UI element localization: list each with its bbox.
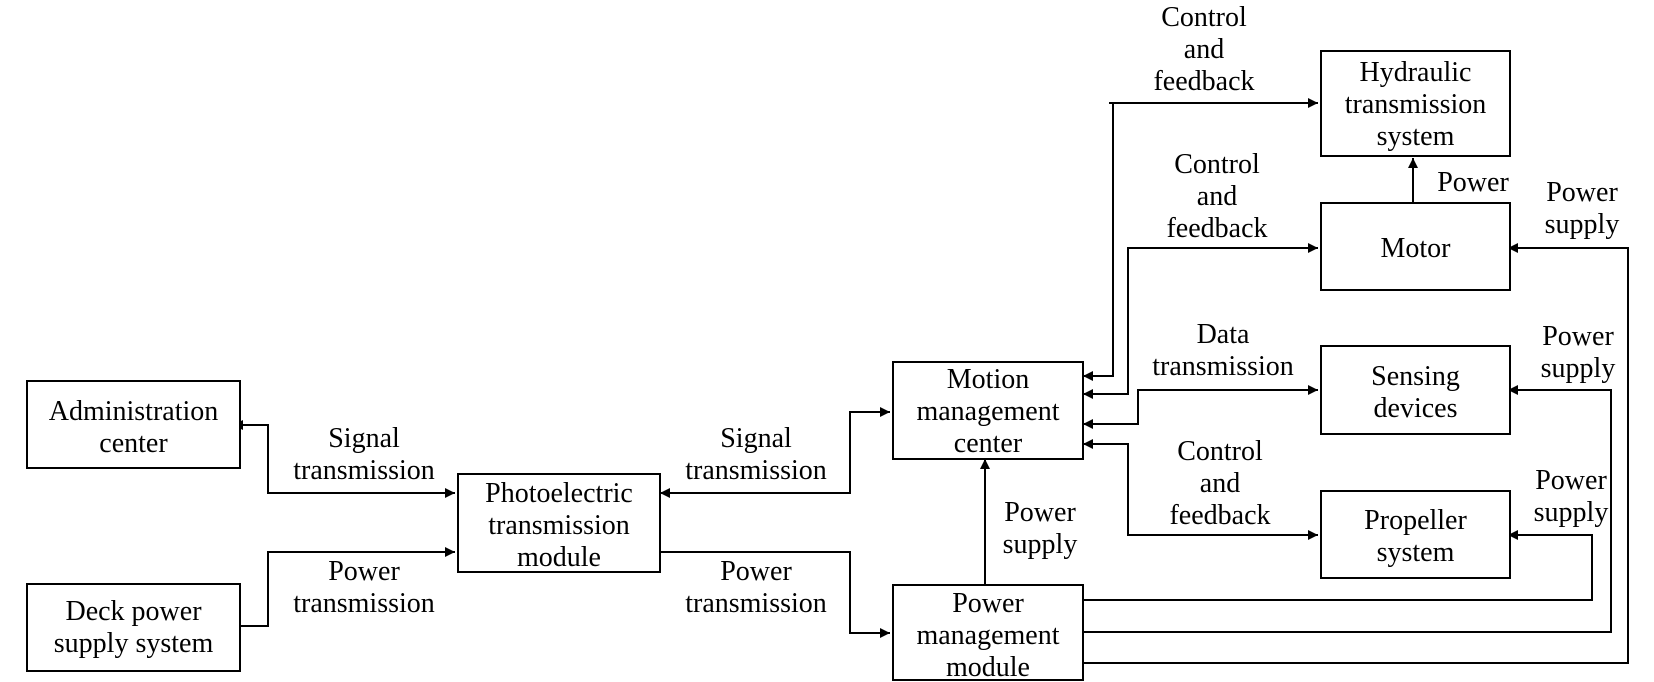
block-label-line: Deck power <box>65 596 202 627</box>
block-label-line: module <box>517 542 601 573</box>
motion-management-center-block: Motion management center <box>892 361 1084 460</box>
block-label-line: Motion <box>947 364 1029 395</box>
label-line: Power <box>1546 177 1618 208</box>
power-transmission-right-label: Power transmission <box>685 556 827 619</box>
power-motor-hydraulic-label: Power <box>1437 167 1509 198</box>
label-line: Control <box>1177 436 1263 467</box>
block-label-line: Propeller <box>1364 505 1467 536</box>
hydraulic-transmission-block: Hydraulic transmission system <box>1320 50 1511 157</box>
block-label-line: Power <box>952 588 1024 619</box>
data-sensing-connector <box>1083 385 1318 429</box>
deck-power-supply-block: Deck power supply system <box>26 583 241 672</box>
power-transmission-left-label: Power transmission <box>293 556 435 619</box>
label-line: Power <box>1535 465 1607 496</box>
block-label-line: center <box>954 428 1023 459</box>
power-supply-motion-label: Power supply <box>1003 497 1078 560</box>
block-label-line: Photoelectric <box>485 478 633 509</box>
block-label-line: Sensing <box>1371 361 1460 392</box>
label-line: transmission <box>685 455 827 486</box>
label-line: supply <box>1534 497 1609 528</box>
label-line: feedback <box>1153 66 1254 97</box>
block-label-line: Hydraulic <box>1360 57 1472 88</box>
power-photo-powermgmt-connector <box>660 551 890 638</box>
blocks: Administration center Deck power supply … <box>26 50 1511 682</box>
label-line: Power <box>1542 321 1614 352</box>
block-label-line: transmission <box>488 510 630 541</box>
connectors <box>233 98 1629 664</box>
sensing-devices-block: Sensing devices <box>1320 345 1511 435</box>
label-line: transmission <box>685 588 827 619</box>
label-line: transmission <box>293 455 435 486</box>
label-line: and <box>1197 181 1237 212</box>
label-line: Signal <box>328 423 400 454</box>
block-label-line: Administration <box>49 396 219 427</box>
label-line: Control <box>1174 149 1260 180</box>
block-label-line: system <box>1377 121 1455 152</box>
label-line: Power <box>328 556 400 587</box>
label-line: Signal <box>720 423 792 454</box>
block-label-line: management <box>916 620 1059 651</box>
psupply-sensing-connector <box>1083 385 1612 633</box>
block-label-line: management <box>916 396 1059 427</box>
block-label-line: supply system <box>54 628 214 659</box>
control-feedback-motor-label: Control and feedback <box>1166 149 1267 244</box>
power-management-module-block: Power management module <box>892 584 1084 682</box>
label-line: supply <box>1541 353 1616 384</box>
label-line: Power <box>1004 497 1076 528</box>
block-label-line: transmission <box>1345 89 1487 120</box>
power-deck-photo-connector <box>241 547 455 627</box>
label-line: Control <box>1161 2 1247 33</box>
block-label-line: center <box>99 428 168 459</box>
signal-transmission-left-label: Signal transmission <box>293 423 435 486</box>
block-label-line: Motor <box>1381 233 1452 264</box>
label-line: Power <box>1437 167 1509 198</box>
label-line: transmission <box>293 588 435 619</box>
label-line: Power <box>720 556 792 587</box>
label-line: and <box>1200 468 1240 499</box>
control-feedback-hydraulic-label: Control and feedback <box>1153 2 1254 97</box>
propeller-system-block: Propeller system <box>1320 490 1511 579</box>
connector-labels: Signal transmission Power transmission S… <box>293 2 1619 619</box>
label-line: supply <box>1003 529 1078 560</box>
data-transmission-label: Data transmission <box>1152 319 1294 382</box>
block-label-line: devices <box>1374 393 1458 424</box>
power-supply-propeller-label: Power supply <box>1534 465 1609 528</box>
label-line: feedback <box>1166 213 1267 244</box>
photoelectric-module-block: Photoelectric transmission module <box>457 473 661 573</box>
label-line: feedback <box>1169 500 1270 531</box>
label-line: supply <box>1545 209 1620 240</box>
label-line: transmission <box>1152 351 1294 382</box>
label-line: and <box>1184 34 1224 65</box>
signal-admin-photo-connector <box>233 420 455 498</box>
psupply-motor-connector <box>1083 243 1629 664</box>
motor-block: Motor <box>1320 202 1511 291</box>
block-label-line: system <box>1377 537 1455 568</box>
control-feedback-propeller-label: Control and feedback <box>1169 436 1270 531</box>
signal-transmission-right-label: Signal transmission <box>685 423 827 486</box>
block-label-line: module <box>946 652 1030 682</box>
power-supply-motor-label: Power supply <box>1545 177 1620 240</box>
administration-center-block: Administration center <box>26 380 241 469</box>
signal-photo-motion-connector <box>660 407 890 498</box>
power-supply-sensing-label: Power supply <box>1541 321 1616 384</box>
psupply-propeller-connector <box>1083 530 1593 601</box>
control-propeller-connector <box>1083 439 1318 540</box>
label-line: Data <box>1197 319 1250 350</box>
